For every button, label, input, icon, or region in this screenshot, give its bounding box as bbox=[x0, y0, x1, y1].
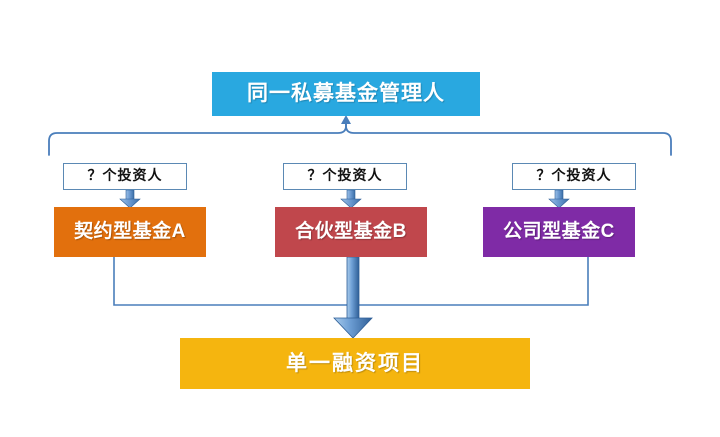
fund-box-partnership-b: 合伙型基金B bbox=[275, 207, 427, 257]
arrow-funds-to-project bbox=[333, 256, 373, 339]
investor-label-fund-a: ？个投资人 bbox=[63, 163, 187, 190]
arrow-investor-to-fund-c bbox=[548, 189, 570, 209]
fund-box-contractual-a: 契约型基金A bbox=[54, 207, 206, 257]
project-box: 单一融资项目 bbox=[180, 338, 530, 389]
investor-label-fund-b: ？个投资人 bbox=[283, 163, 407, 190]
arrow-investor-to-fund-a bbox=[119, 189, 141, 209]
arrow-investor-to-fund-b bbox=[340, 189, 362, 209]
brace-connector bbox=[48, 115, 672, 156]
investor-label-fund-c: ？个投资人 bbox=[512, 163, 636, 190]
manager-box: 同一私募基金管理人 bbox=[212, 72, 480, 116]
fund-box-corporate-c: 公司型基金C bbox=[483, 207, 635, 257]
